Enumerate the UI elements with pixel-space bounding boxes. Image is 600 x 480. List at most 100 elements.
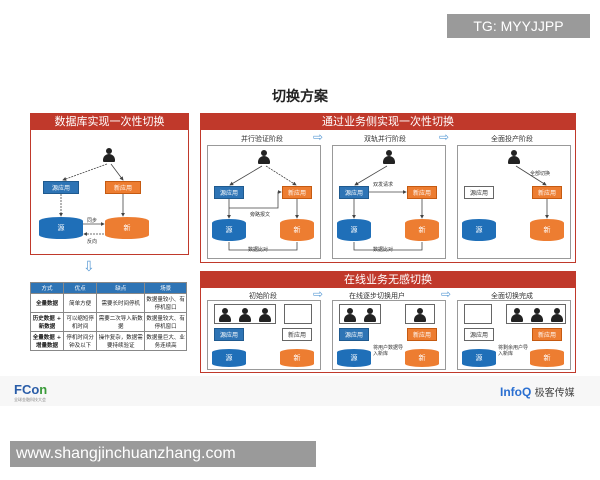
stage-box: 源应用 新应用 源 新 旁路报文 数据比对 xyxy=(207,145,321,259)
comparison-table: 方式 优点 缺点 场景 全量数据 简单方便 需要长时间停机 数据量较小、有停机窗… xyxy=(30,282,187,351)
migrate-label: 将用户数据导入新库 xyxy=(373,345,404,357)
user-group xyxy=(506,304,566,324)
panel-db-switch: 数据库实现一次性切换 源应用 新应用 源 新 同步 反向 xyxy=(30,113,189,255)
old-db: 源 xyxy=(337,219,371,241)
phase-label: 初始阶段 xyxy=(249,292,277,300)
new-app-box: 新应用 xyxy=(105,181,141,194)
page-title: 切换方案 xyxy=(272,89,328,105)
phase-label: 并行验证阶段 xyxy=(241,135,283,143)
panel-header: 在线业务无感切换 xyxy=(201,272,575,288)
fcon-logo-n: n xyxy=(39,382,48,397)
table-header-cell: 场景 xyxy=(144,282,187,294)
user-icon xyxy=(511,308,523,322)
infoq-logo: InfoQ 极客传媒 xyxy=(500,384,575,399)
table-row: 历史数据 + 新数据 可以缩短停机时间 需要二次导入新数据 数据量较大、有停机窗… xyxy=(30,312,187,332)
old-app-box: 源应用 xyxy=(464,328,494,341)
phase-label: 在线逐步切换用户 xyxy=(349,292,405,300)
old-app-box: 源应用 xyxy=(214,186,244,199)
empty-user-group xyxy=(284,304,312,324)
old-db: 源 xyxy=(462,219,496,241)
stage-box: 源应用 新应用 源 新 全部切换 xyxy=(457,145,571,259)
stage-arrows xyxy=(227,165,299,251)
right-arrow-icon: ⇨ xyxy=(313,130,324,144)
phase-label: 全面投产阶段 xyxy=(491,135,533,143)
old-app-box: 源应用 xyxy=(339,328,369,341)
stage-arrows xyxy=(515,165,549,219)
table-cell: 数据量较小、有停机窗口 xyxy=(144,293,187,313)
left-panel-arrows xyxy=(59,163,125,236)
table-cell: 数据量较大、有停机窗口 xyxy=(144,312,187,332)
old-db: 源 xyxy=(212,219,246,241)
stage-box: 源应用 新应用 源 新 将剩余用户导入新库 xyxy=(457,300,571,370)
fcon-logo: FCon xyxy=(14,382,47,397)
table-cell: 停机时间分钟及以下 xyxy=(62,331,98,351)
user-icon xyxy=(383,150,395,164)
new-app-box: 新应用 xyxy=(407,186,437,199)
stage-box: 源应用 新应用 源 新 双发请求 数据比对 xyxy=(332,145,446,259)
empty-user-group xyxy=(464,304,492,324)
user-icon xyxy=(364,308,376,322)
new-app-box: 新应用 xyxy=(532,328,562,341)
table-cell: 全量数据 + 增量数据 xyxy=(30,331,64,351)
table-cell: 全量数据 xyxy=(30,293,64,313)
table-header-cell: 优点 xyxy=(62,282,98,294)
user-icon xyxy=(103,148,115,162)
table-cell: 历史数据 + 新数据 xyxy=(30,312,64,332)
user-icon xyxy=(219,308,231,322)
dual-write-label: 双发请求 xyxy=(373,182,394,188)
watermark-bottom: www.shangjinchuanzhang.com xyxy=(10,441,316,467)
table-row: 全量数据 简单方便 需要长时间停机 数据量较小、有停机窗口 xyxy=(30,293,187,313)
phase-label: 双轨并行阶段 xyxy=(364,135,406,143)
panel-business-switch: 通过业务侧实现一次性切换 并行验证阶段 双轨并行阶段 全面投产阶段 ⇨ ⇨ 源应… xyxy=(200,113,576,263)
old-db: 源 xyxy=(462,349,496,367)
old-app-box: 源应用 xyxy=(214,328,244,341)
user-icon xyxy=(239,308,251,322)
panel-header: 数据库实现一次性切换 xyxy=(31,114,188,130)
new-app-box: 新应用 xyxy=(282,328,312,341)
user-icon xyxy=(531,308,543,322)
table-header-row: 方式 优点 缺点 场景 xyxy=(30,282,187,294)
fcon-logo-text: FCo xyxy=(14,382,40,397)
stage-box: 源应用 新应用 源 新 xyxy=(207,300,321,370)
new-db: 新 xyxy=(105,217,149,239)
table-cell: 需要二次导入新数据 xyxy=(96,312,146,332)
old-db: 源 xyxy=(337,349,371,367)
old-db: 源 xyxy=(39,217,83,239)
user-icon xyxy=(259,308,271,322)
right-arrow-icon: ⇨ xyxy=(439,130,450,144)
watermark-top: TG: MYYJJPP xyxy=(447,14,590,38)
user-icon xyxy=(344,308,356,322)
table-cell: 操作复杂，数据需要持续验证 xyxy=(96,331,146,351)
panel-header: 通过业务侧实现一次性切换 xyxy=(201,114,575,130)
comparison-table-wrap: 方式 优点 缺点 场景 全量数据 简单方便 需要长时间停机 数据量较小、有停机窗… xyxy=(30,282,187,351)
stage-box: 源应用 新应用 源 新 将用户数据导入新库 xyxy=(332,300,446,370)
footer-bar xyxy=(0,376,600,406)
old-app-box: 源应用 xyxy=(339,186,369,199)
sync-label: 同步 xyxy=(87,218,98,224)
table-cell: 需要长时间停机 xyxy=(96,293,146,313)
rollback-label: 反向 xyxy=(87,239,98,245)
user-icon xyxy=(551,308,563,322)
old-app-box: 源应用 xyxy=(43,181,79,194)
full-switch-label: 全部切换 xyxy=(530,171,551,177)
right-arrow-icon: ⇨ xyxy=(441,287,452,301)
user-group xyxy=(214,304,276,324)
bypass-label: 旁路报文 xyxy=(250,212,271,218)
user-icon xyxy=(508,150,520,164)
table-header-cell: 缺点 xyxy=(96,282,146,294)
infoq-logo-cn: 极客传媒 xyxy=(534,388,575,399)
new-db: 新 xyxy=(280,219,314,241)
new-db: 新 xyxy=(405,219,439,241)
user-group xyxy=(339,304,381,324)
table-cell: 可以缩短停机时间 xyxy=(62,312,98,332)
table-header-cell: 方式 xyxy=(30,282,64,294)
new-db: 新 xyxy=(405,349,439,367)
new-app-box: 新应用 xyxy=(532,186,562,199)
stage-arrows xyxy=(352,165,424,251)
new-db: 新 xyxy=(530,349,564,367)
new-db: 新 xyxy=(530,219,564,241)
user-icon xyxy=(414,308,426,322)
user-group xyxy=(405,304,435,324)
table-row: 全量数据 + 增量数据 停机时间分钟及以下 操作复杂，数据需要持续验证 数据量巨… xyxy=(30,331,187,351)
table-cell: 简单方便 xyxy=(62,293,98,313)
